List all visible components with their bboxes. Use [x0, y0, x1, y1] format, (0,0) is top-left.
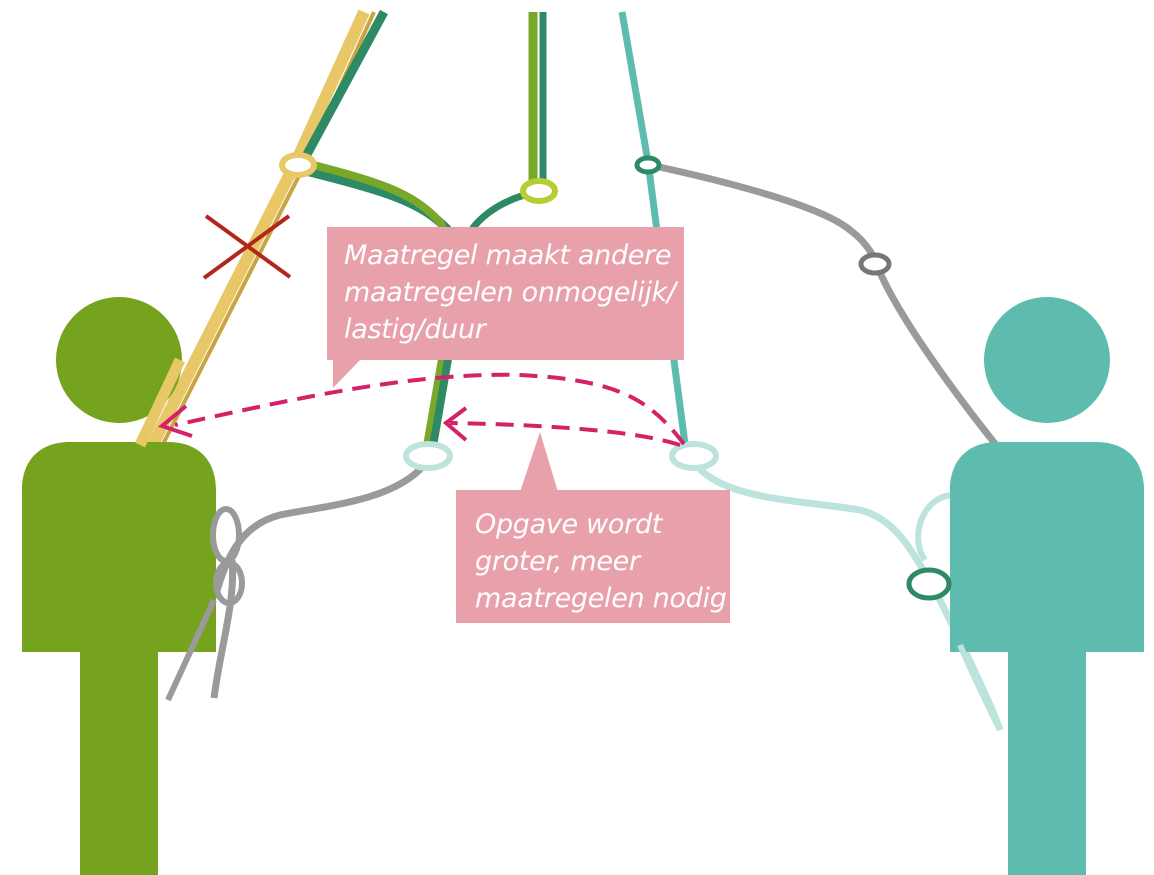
- grey-loop-upper: [210, 506, 242, 564]
- callout-top-text: Maatregel maakt andere maatregelen onmog…: [344, 237, 676, 348]
- station-teal-bottom: [669, 441, 719, 471]
- callout-top-box: [327, 227, 684, 388]
- station-right-person: [906, 567, 952, 601]
- person-left-icon: [22, 297, 216, 875]
- person-right-icon: [950, 297, 1144, 875]
- grey-path-right: [649, 161, 1003, 453]
- light-teal-loop: [915, 492, 951, 562]
- dashed-arrow-long: [174, 372, 686, 446]
- arrow-icon-short: [442, 406, 468, 442]
- callout-bottom-text: Opgave wordt groter, meer maatregelen no…: [475, 506, 727, 617]
- station-yellow: [279, 152, 317, 178]
- dark-green-path-upper: [300, 9, 388, 163]
- callout-top-line-2: maatregelen onmogelijk/: [344, 277, 676, 308]
- station-center-bottom: [403, 441, 453, 471]
- callout-bottom-line-2: groter, meer: [475, 546, 640, 577]
- callout-top-line-3: lastig/duur: [344, 314, 486, 345]
- light-teal-front: [957, 643, 1003, 732]
- callout-bottom-box: [456, 432, 730, 623]
- station-center-top: [520, 178, 558, 204]
- callout-bottom-line-3: maatregelen nodig: [475, 583, 727, 614]
- grey-path-center: [211, 457, 431, 599]
- grey-path-lower-left: [210, 559, 237, 699]
- arrow-icon: [157, 404, 193, 438]
- yellow-path-front: [135, 357, 185, 448]
- cross-icon: [202, 214, 292, 280]
- callout-top-line-1: Maatregel maakt andere: [344, 240, 672, 271]
- dashed-arrow-short: [449, 421, 681, 447]
- grey-path-left-low: [165, 598, 217, 702]
- station-grey: [858, 252, 892, 276]
- grey-loop-lower: [213, 560, 245, 606]
- callout-bottom-line-1: Opgave wordt: [475, 509, 663, 540]
- station-teal-top: [634, 155, 662, 175]
